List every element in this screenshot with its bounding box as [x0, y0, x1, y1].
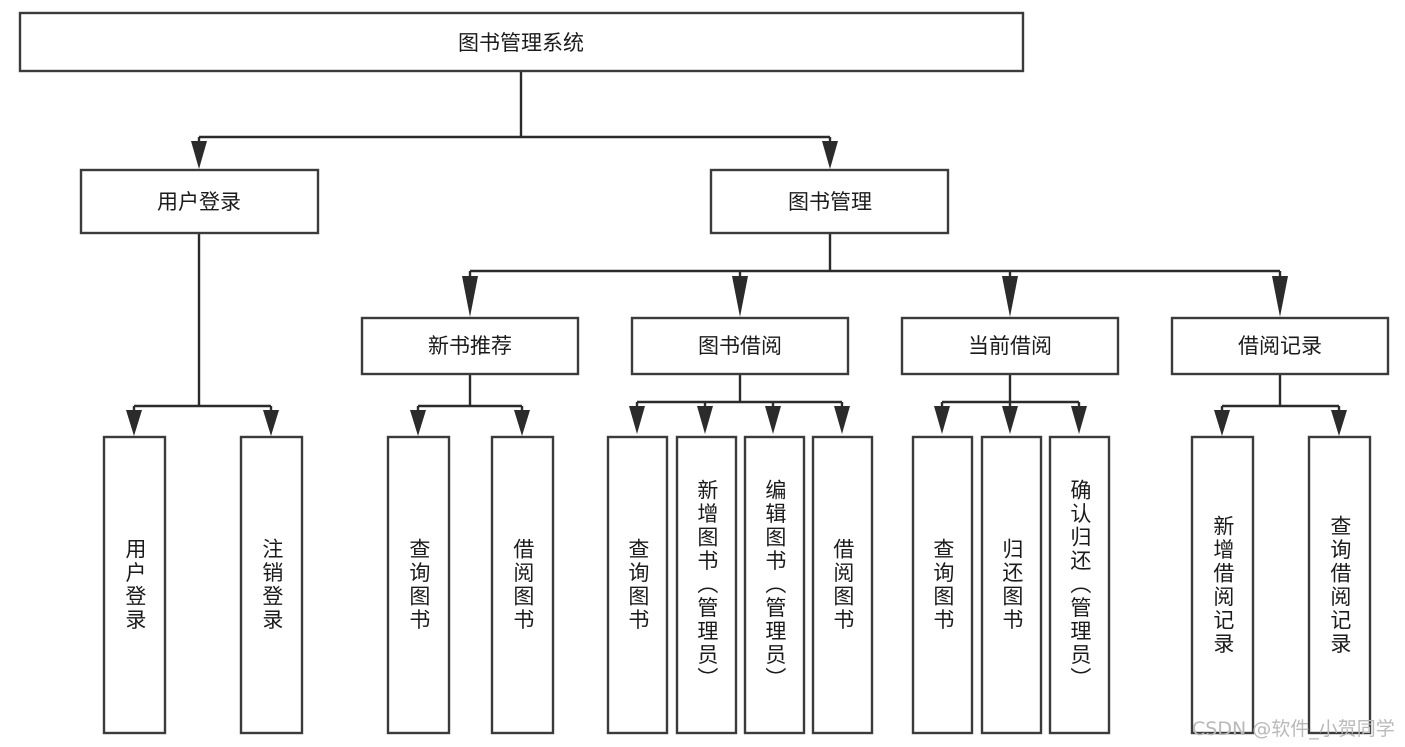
- node-box-leaf-query-book-2[interactable]: [606, 435, 669, 735]
- node-box-leaf-confirm-return-admin[interactable]: [1048, 435, 1111, 735]
- node-new-book-recommend[interactable]: 新书推荐: [360, 316, 580, 376]
- node-box-new-book-recommend[interactable]: [360, 316, 580, 376]
- arrow-head-leaf-add-borrow-record: [1214, 410, 1230, 436]
- node-box-leaf-add-borrow-record[interactable]: [1190, 435, 1255, 735]
- arrow-head-leaf-query-book-1: [410, 410, 426, 436]
- node-box-leaf-return-book[interactable]: [980, 435, 1043, 735]
- arrow-head-current-borrow: [1002, 276, 1018, 317]
- node-box-book-management[interactable]: [709, 168, 950, 235]
- node-borrow-record[interactable]: 借阅记录: [1170, 316, 1390, 376]
- node-user-login[interactable]: 用户登录: [79, 168, 320, 235]
- connector-current-borrow-to-leaves: [934, 374, 1087, 434]
- arrow-head-leaf-logout-login: [263, 410, 279, 436]
- node-label-book-borrow: 图书借阅: [698, 334, 782, 358]
- node-label-book-management: 图书管理: [788, 190, 872, 214]
- connector-borrow-record-to-leaves: [1214, 374, 1347, 436]
- arrow-head-new-book-recommend: [462, 276, 478, 317]
- connector-new-book-recommend-to-leaves: [410, 374, 530, 436]
- node-box-leaf-user-login[interactable]: [102, 435, 167, 735]
- node-box-leaf-borrow-book-1[interactable]: [490, 435, 555, 735]
- arrow-head-leaf-query-book-3: [934, 406, 950, 434]
- arrow-head-book-management: [822, 141, 838, 169]
- node-box-current-borrow[interactable]: [900, 316, 1120, 376]
- node-box-leaf-edit-book-admin[interactable]: [743, 435, 806, 735]
- arrow-head-book-borrow: [732, 276, 748, 317]
- arrow-head-borrow-record: [1272, 276, 1288, 317]
- node-book-management-system[interactable]: 图书管理系统: [18, 11, 1025, 73]
- connector-book-borrow-to-leaves: [629, 374, 850, 434]
- arrow-head-leaf-borrow-book-2: [834, 406, 850, 434]
- arrow-head-leaf-user-login: [126, 410, 142, 436]
- node-box-leaf-query-book-3[interactable]: [911, 435, 974, 735]
- csdn-watermark: CSDN @软件_小贺同学: [1192, 718, 1395, 740]
- arrow-head-leaf-query-borrow-record: [1331, 410, 1347, 436]
- arrow-head-leaf-edit-book-admin: [765, 406, 781, 434]
- node-box-book-borrow[interactable]: [630, 316, 850, 376]
- arrow-head-leaf-query-book-2: [629, 406, 645, 434]
- connector-user-login-to-leaves: [126, 233, 279, 436]
- node-label-current-borrow: 当前借阅: [968, 334, 1052, 358]
- node-label-new-book-recommend: 新书推荐: [428, 334, 512, 358]
- arrow-head-leaf-confirm-return-admin: [1071, 406, 1087, 434]
- arrow-head-leaf-return-book: [1002, 406, 1018, 434]
- node-box-leaf-borrow-book-2[interactable]: [811, 435, 874, 735]
- arrow-head-user-login: [191, 141, 207, 169]
- node-book-management[interactable]: 图书管理: [709, 168, 950, 235]
- connector-book-management-to-level3: [462, 233, 1288, 317]
- node-box-leaf-add-book-admin[interactable]: [675, 435, 738, 735]
- node-box-leaf-query-book-1[interactable]: [386, 435, 451, 735]
- arrow-head-leaf-add-book-admin: [697, 406, 713, 434]
- node-label-title: 图书管理系统: [458, 31, 584, 55]
- node-box-leaf-query-borrow-record[interactable]: [1307, 435, 1372, 735]
- node-box-user-login[interactable]: [79, 168, 320, 235]
- node-label-borrow-record: 借阅记录: [1238, 334, 1322, 358]
- node-book-borrow[interactable]: 图书借阅: [630, 316, 850, 376]
- arrow-head-leaf-borrow-book-1: [514, 410, 530, 436]
- node-label-user-login: 用户登录: [157, 190, 241, 214]
- node-box-leaf-logout-login[interactable]: [239, 435, 304, 735]
- node-box-title[interactable]: [18, 11, 1025, 73]
- connector-title-to-level2: [191, 71, 838, 169]
- node-box-borrow-record[interactable]: [1170, 316, 1390, 376]
- node-current-borrow[interactable]: 当前借阅: [900, 316, 1120, 376]
